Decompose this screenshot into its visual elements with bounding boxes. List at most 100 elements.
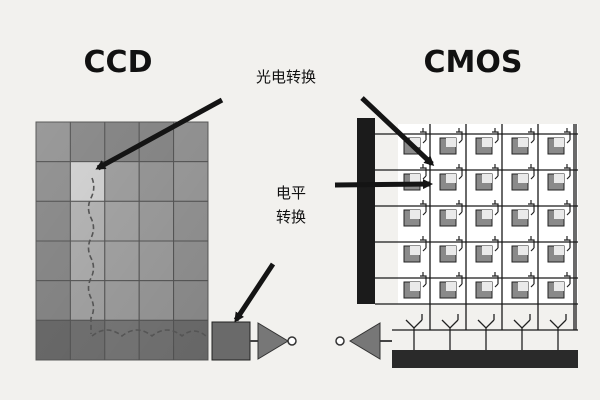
- cmos-photodiode-notch: [482, 210, 492, 219]
- cmos-photodiode-notch: [446, 246, 456, 255]
- cmos-pixel-transistor-icon: [492, 128, 499, 144]
- cmos-photodiode-notch: [554, 210, 564, 219]
- cmos-photodiode-notch: [554, 282, 564, 291]
- cmos-pixel: [403, 200, 427, 227]
- cmos-pixel: [439, 272, 463, 299]
- cmos-pixel-transistor-icon: [564, 200, 571, 216]
- cmos-photodiode-notch: [446, 174, 456, 183]
- cmos-pixel: [547, 164, 571, 191]
- cmos-photodiode-notch: [482, 174, 492, 183]
- cmos-pixel-transistor-icon: [420, 200, 427, 216]
- cmos-pixel-transistor-icon: [492, 164, 499, 180]
- cmos-column-amplifier-icon: [441, 314, 459, 350]
- level-conversion-label-line1: 电平: [276, 184, 306, 202]
- arrow-to-cmos-amplifier: [334, 179, 433, 190]
- cmos-pixel: [439, 164, 463, 191]
- cmos-pixel-transistor-icon: [564, 128, 571, 144]
- cmos-pixel: [403, 236, 427, 263]
- cmos-title: CMOS: [424, 45, 523, 80]
- cmos-pixel: [547, 128, 571, 155]
- cmos-pixel: [475, 272, 499, 299]
- cmos-photodiode-notch: [518, 138, 528, 147]
- cmos-photodiode-notch: [518, 210, 528, 219]
- ccd-vertical-transfer-path: [87, 177, 95, 334]
- cmos-photodiode-notch: [518, 174, 528, 183]
- cmos-readout-bus: [392, 350, 578, 368]
- cmos-row-select-bar: [357, 118, 375, 304]
- cmos-pixel-transistor-icon: [456, 128, 463, 144]
- ccd-output-terminal-icon: [287, 336, 297, 346]
- cmos-pixel-transistor-icon: [492, 200, 499, 216]
- level-conversion-label-line2: 转换: [276, 208, 306, 226]
- arrow-to-cmos-pixel: [360, 96, 435, 167]
- cmos-photodiode-notch: [554, 138, 564, 147]
- cmos-pixel: [439, 236, 463, 263]
- cmos-pixel-matrix: [375, 124, 578, 330]
- cmos-column-amplifier-icon: [477, 314, 495, 350]
- cmos-pixel: [547, 200, 571, 227]
- ccd-output-node: [211, 321, 251, 361]
- cmos-pixel-transistor-icon: [528, 236, 535, 252]
- cmos-pixel-transistor-icon: [564, 272, 571, 288]
- cmos-pixel-transistor-icon: [420, 128, 427, 144]
- cmos-pixel-transistor-icon: [420, 272, 427, 288]
- cmos-amplifier-icon: [349, 322, 381, 360]
- cmos-pixel: [511, 236, 535, 263]
- ccd-horizontal-transfer-path: [91, 329, 207, 338]
- cmos-pixel-transistor-icon: [528, 128, 535, 144]
- cmos-photodiode-notch: [482, 246, 492, 255]
- cmos-photodiode-notch: [446, 210, 456, 219]
- cmos-column-amplifier-icon: [513, 314, 531, 350]
- cmos-pixel-transistor-icon: [528, 200, 535, 216]
- cmos-output-terminal-icon: [335, 336, 345, 346]
- photoelectric-conversion-label: 光电转换: [256, 68, 316, 86]
- cmos-pixel: [547, 272, 571, 299]
- cmos-pixel: [475, 164, 499, 191]
- cmos-photodiode-notch: [554, 246, 564, 255]
- cmos-pixel: [439, 128, 463, 155]
- cmos-pixel: [475, 128, 499, 155]
- cmos-pixel-transistor-icon: [492, 272, 499, 288]
- cmos-photodiode-notch: [410, 210, 420, 219]
- cmos-pixel: [475, 200, 499, 227]
- cmos-pixel: [511, 272, 535, 299]
- arrow-to-ccd-output: [233, 262, 276, 323]
- cmos-column-amplifier-icon: [549, 314, 567, 350]
- cmos-pixel-transistor-icon: [456, 272, 463, 288]
- cmos-pixel: [511, 200, 535, 227]
- cmos-pixel-transistor-icon: [564, 236, 571, 252]
- cmos-column-amplifiers: [392, 314, 578, 350]
- cmos-pixel: [403, 272, 427, 299]
- cmos-photodiode-notch: [410, 246, 420, 255]
- cmos-pixel-transistor-icon: [528, 272, 535, 288]
- cmos-pixel-transistor-icon: [456, 236, 463, 252]
- cmos-pixel-transistor-icon: [456, 200, 463, 216]
- arrow-to-ccd-pixel: [95, 97, 224, 171]
- cmos-pixel: [547, 236, 571, 263]
- cmos-photodiode-notch: [446, 282, 456, 291]
- cmos-pixel-transistor-icon: [528, 164, 535, 180]
- cmos-photodiode-notch: [410, 138, 420, 147]
- cmos-photodiode-notch: [518, 282, 528, 291]
- cmos-photodiode-notch: [446, 138, 456, 147]
- cmos-photodiode-notch: [518, 246, 528, 255]
- cmos-photodiode-notch: [410, 282, 420, 291]
- cmos-pixel-transistor-icon: [420, 164, 427, 180]
- ccd-shading: [36, 122, 208, 360]
- cmos-pixel: [511, 164, 535, 191]
- cmos-pixel: [439, 200, 463, 227]
- ccd-amplifier-icon: [257, 322, 289, 360]
- cmos-column-amplifier-icon: [405, 314, 423, 350]
- cmos-pixel: [511, 128, 535, 155]
- cmos-photodiode-notch: [554, 174, 564, 183]
- cmos-pixel-transistor-icon: [420, 236, 427, 252]
- cmos-photodiode-notch: [410, 174, 420, 183]
- ccd-title: CCD: [84, 45, 153, 80]
- cmos-photodiode-notch: [482, 282, 492, 291]
- cmos-pixel-transistor-icon: [492, 236, 499, 252]
- cmos-pixel-transistor-icon: [456, 164, 463, 180]
- cmos-pixel: [475, 236, 499, 263]
- cmos-photodiode-notch: [482, 138, 492, 147]
